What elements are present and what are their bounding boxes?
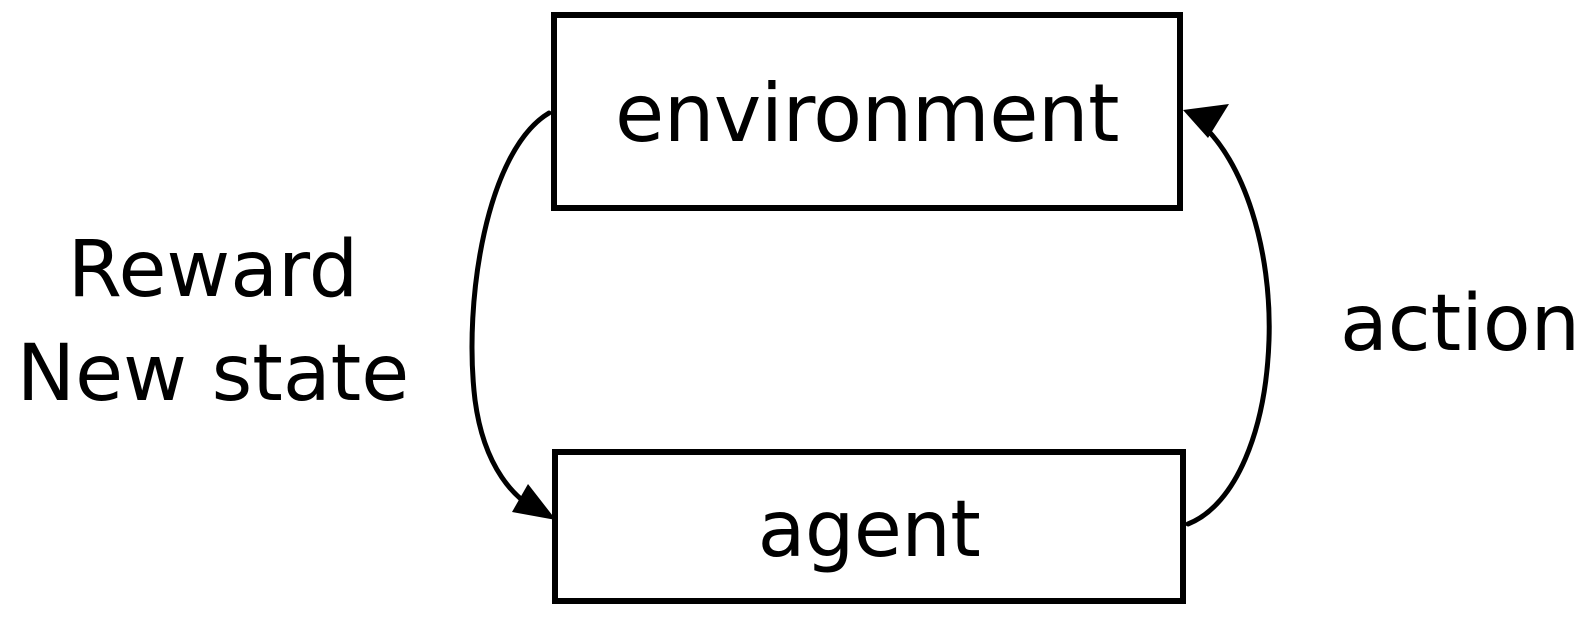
action-label: action (1340, 272, 1580, 376)
agent-node: agent (552, 449, 1186, 604)
environment-node: environment (551, 12, 1183, 211)
agent-arrowhead-icon (512, 484, 556, 520)
reward-new-state-label: Reward New state (14, 218, 412, 426)
new-state-label-line: New state (16, 329, 410, 419)
environment-node-label: environment (615, 66, 1120, 160)
agent-node-label: agent (757, 484, 981, 575)
environment-arrowhead-icon (1183, 104, 1229, 138)
agent-to-env-arrow-curve (1185, 119, 1272, 527)
env-to-agent-arrow-curve (469, 110, 552, 515)
reward-label-line: Reward (67, 225, 359, 315)
action-label-line: action (1340, 279, 1581, 369)
